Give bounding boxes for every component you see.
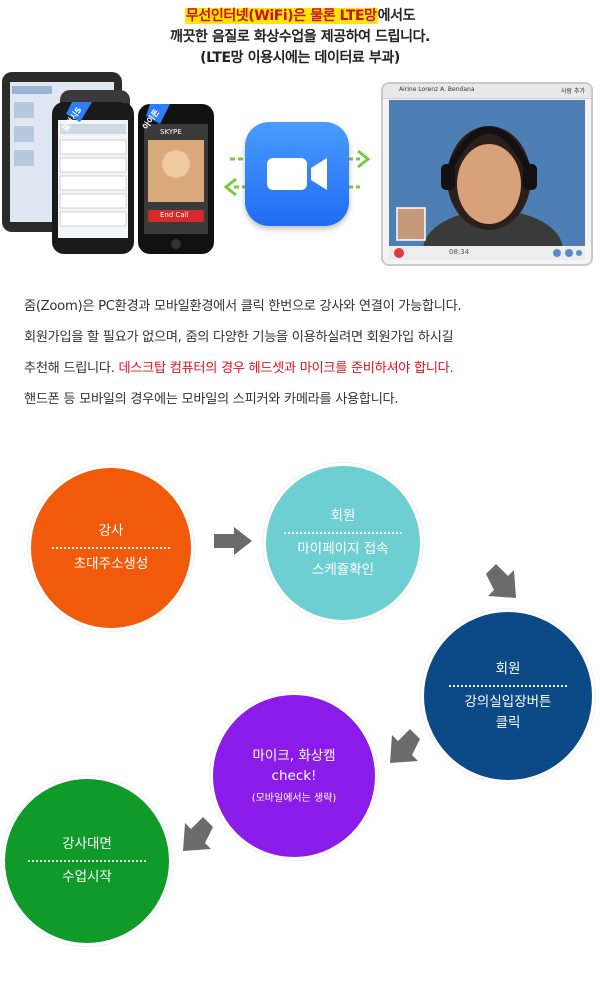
step-3-line-1: 강의실입장버튼 <box>464 693 552 710</box>
description-line-3: 추천해 드립니다. 데스크탑 컴퓨터의 경우 헤드셋과 마이크를 준비하셔야 합… <box>24 353 594 384</box>
step-2-title: 회원 <box>330 507 356 524</box>
step-1-circle: 강사 초대주소생성 <box>28 465 194 631</box>
step-2-line-1: 마이페이지 접속 <box>297 540 389 557</box>
video-feed <box>389 100 585 260</box>
step-4-circle: 마이크, 화상캠 check! (모바일에서는 생략) <box>210 692 378 860</box>
header-line-1-rest: 에서도 <box>377 8 416 24</box>
header-text: 무선인터넷(WiFi)은 물론 LTE망에서도 깨끗한 음질로 화상수업을 제공… <box>0 6 600 69</box>
description-line-1: 줌(Zoom)은 PC환경과 모바일환경에서 클릭 한번으로 강사와 연결이 가… <box>24 299 462 314</box>
step-2-line-2: 스케쥴확인 <box>311 561 375 578</box>
header-highlight: 무선인터넷(WiFi)은 물론 LTE망 <box>184 8 378 24</box>
step-5-line-1: 수업시작 <box>62 869 112 885</box>
video-call-window: Airine Lorenz A. Bendana 사람 추가 08:34 <box>381 82 593 266</box>
description-line-2: 회원가입을 할 필요가 없으며, 줌의 다양한 기능을 이용하실려면 회원가입 … <box>24 330 454 345</box>
step-2-circle: 회원 마이페이지 접속 스케쥴확인 <box>263 463 423 623</box>
step-2-divider <box>284 531 402 534</box>
arrow-down-left-icon-2 <box>183 817 213 851</box>
video-titlebar: Airine Lorenz A. Bendana 사람 추가 <box>383 84 591 99</box>
step-4-note: (모바일에서는 생략) <box>251 792 337 804</box>
description-line-4: 핸드폰 등 모바일의 경우에는 모바일의 스피커와 카메라를 사용합니다. <box>24 392 399 407</box>
arrow-right-icon <box>214 527 252 555</box>
zoom-camera-icon <box>245 122 349 226</box>
step-5-title: 강사대면 <box>62 836 112 852</box>
step-5-circle: 강사대면 수업시작 <box>2 776 172 946</box>
header-line-3: (LTE망 이용시에는 데이터료 부과) <box>200 50 400 66</box>
header-line-2: 깨끗한 음질로 화상수업을 제공하여 드립니다. <box>170 29 430 45</box>
caller-name: Airine Lorenz A. Bendana <box>399 86 475 93</box>
step-1-line-1: 초대주소생성 <box>73 556 149 572</box>
step-4-title: 마이크, 화상캠 <box>252 747 336 764</box>
step-3-divider <box>449 684 567 687</box>
step-3-title: 회원 <box>495 660 521 677</box>
end-call-label: End Call <box>160 211 189 219</box>
description-warning: 데스크탑 컴퓨터의 경우 헤드셋과 마이크를 준비하셔야 합니다. <box>118 361 454 376</box>
step-5-divider <box>28 860 146 862</box>
arrow-down-right-icon <box>486 564 516 598</box>
step-4-line-1: check! <box>271 767 317 784</box>
add-person-button[interactable]: 사람 추가 <box>561 88 585 95</box>
step-3-circle: 회원 강의실입장버튼 클릭 <box>421 609 595 783</box>
header-line-1: 무선인터넷(WiFi)은 물론 LTE망에서도 <box>0 6 600 27</box>
step-1-divider <box>52 547 170 549</box>
devices-illustration: 갤럭시S 아이폰 SKYPE End Call <box>0 62 230 262</box>
step-1-title: 강사 <box>98 523 124 539</box>
skype-label: SKYPE <box>160 128 182 136</box>
call-timer: 08:34 <box>449 248 470 256</box>
phones-illustration <box>2 72 214 254</box>
arrow-down-left-icon <box>390 729 420 763</box>
step-3-line-2: 클릭 <box>495 714 521 731</box>
description-line-3-normal: 추천해 드립니다. <box>24 361 119 376</box>
description: 줌(Zoom)은 PC환경과 모바일환경에서 클릭 한번으로 강사와 연결이 가… <box>24 291 594 415</box>
